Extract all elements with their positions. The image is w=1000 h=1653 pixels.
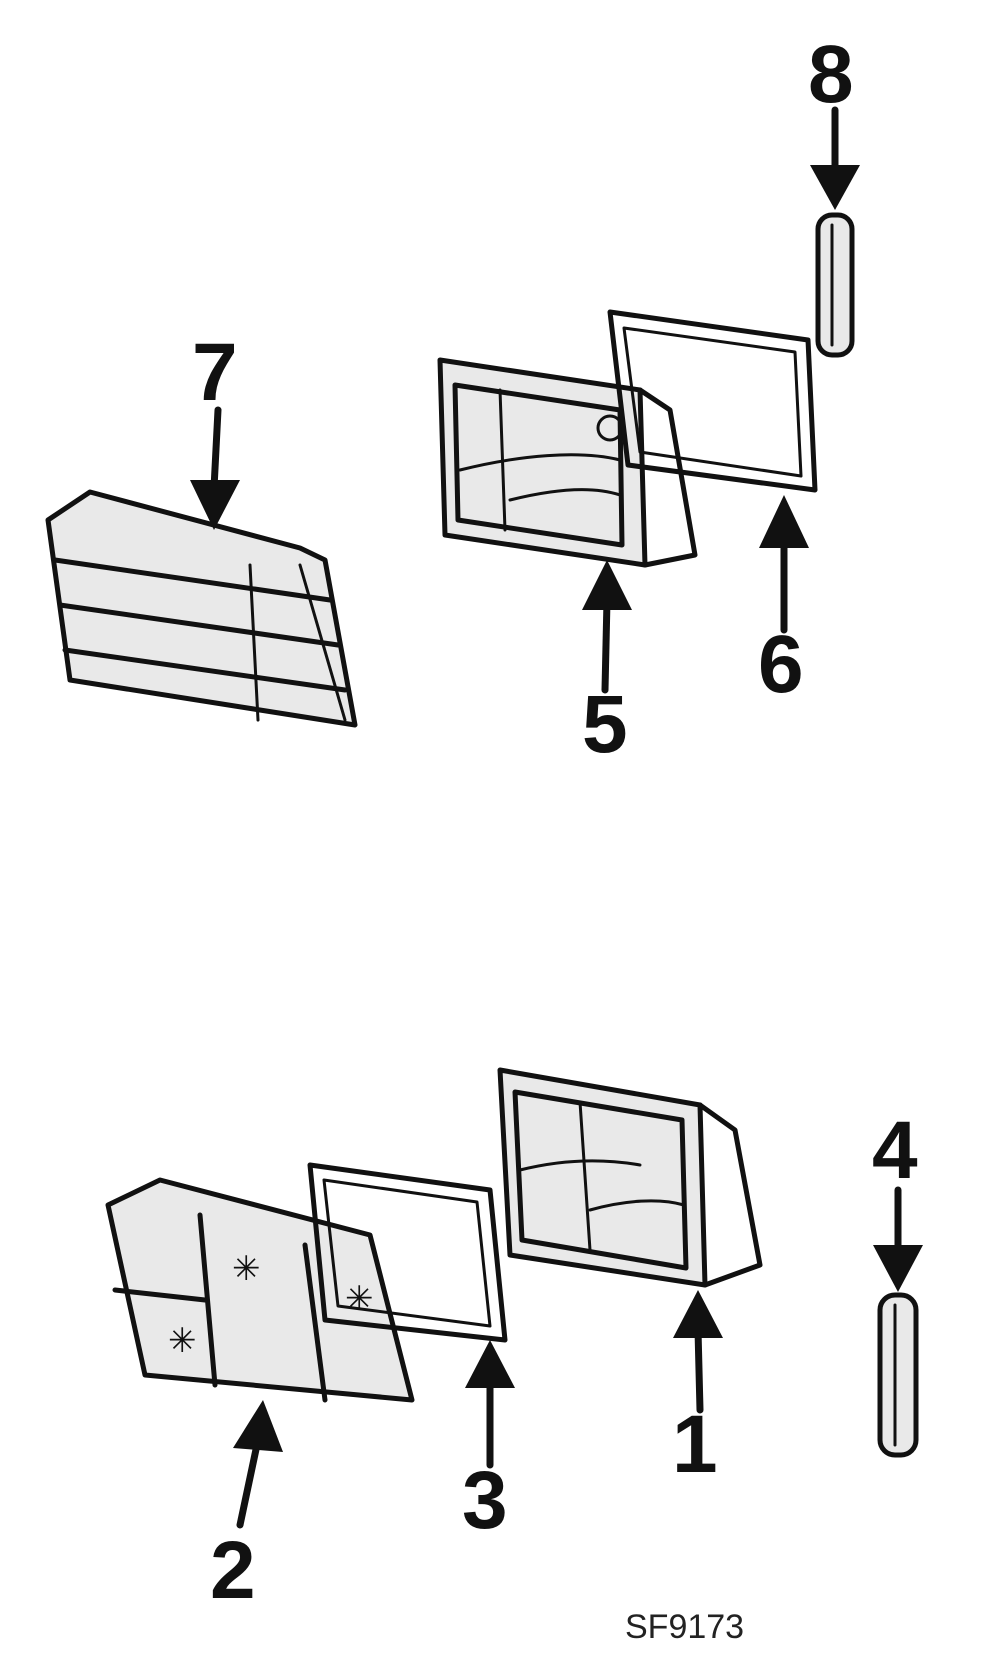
part-3-gasket <box>307 1162 508 1343</box>
callout-3: 3 <box>462 1455 508 1546</box>
part-8-bulb <box>815 212 855 358</box>
arrow-8 <box>810 106 860 210</box>
part-7-lens <box>45 489 358 728</box>
arrow-4 <box>873 1186 923 1292</box>
callout-8: 8 <box>808 29 854 120</box>
reference-code: SF9173 <box>625 1608 744 1646</box>
callout-5: 5 <box>582 679 628 770</box>
arrow-3 <box>465 1340 515 1469</box>
callout-2: 2 <box>210 1525 256 1616</box>
svg-text:✳: ✳ <box>168 1322 197 1360</box>
callout-4: 4 <box>872 1105 918 1196</box>
arrow-6 <box>759 495 809 634</box>
arrow-5 <box>582 560 632 694</box>
svg-text:✳: ✳ <box>345 1280 374 1318</box>
svg-text:✳: ✳ <box>232 1250 261 1288</box>
part-4-bulb <box>877 1292 919 1458</box>
part-1-housing <box>497 1067 763 1288</box>
callout-6: 6 <box>758 619 804 710</box>
part-5-housing <box>437 357 698 568</box>
part-6-gasket <box>607 309 818 493</box>
callout-7: 7 <box>192 327 238 418</box>
arrow-1 <box>673 1290 723 1414</box>
arrow-2 <box>233 1400 283 1529</box>
callout-1: 1 <box>672 1399 718 1490</box>
arrow-7 <box>190 406 240 530</box>
part-2-lens: ✳ ✳ ✳ <box>105 1177 415 1403</box>
